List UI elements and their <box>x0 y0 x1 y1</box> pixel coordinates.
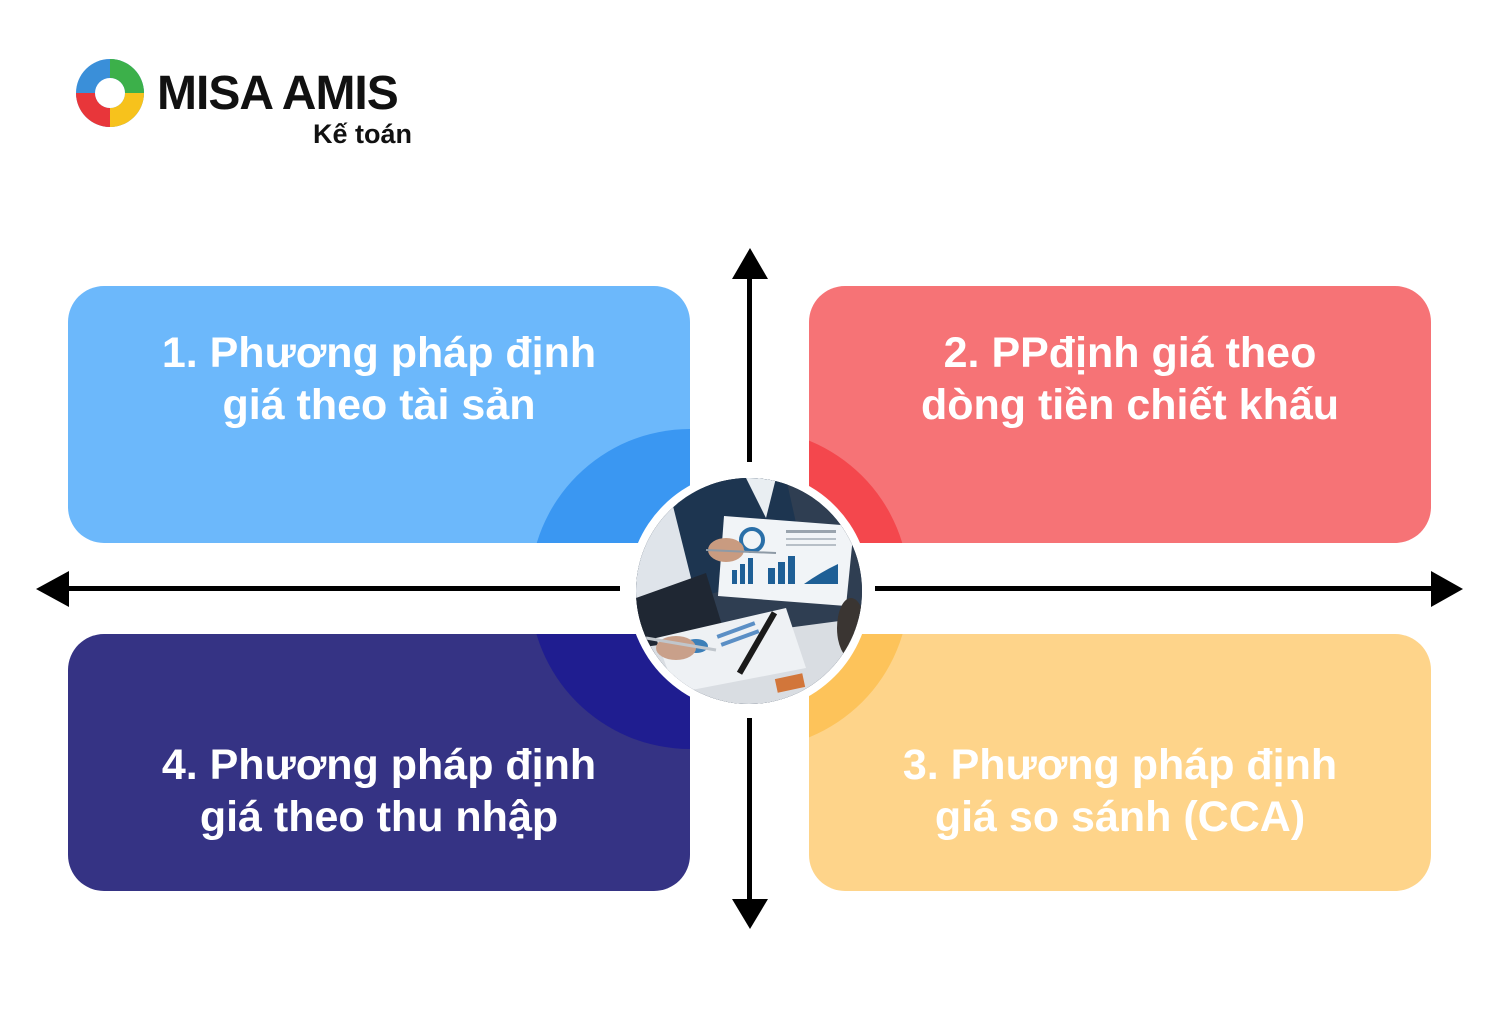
horizontal-axis-left-line <box>62 586 620 591</box>
card-title: 4. Phương pháp định giá theo thu nhập <box>161 740 597 841</box>
arrow-up-icon <box>732 248 768 279</box>
quadrant-card-asset-based: 1. Phương pháp định giá theo tài sản <box>68 286 690 543</box>
vertical-axis-bottom-line <box>747 718 752 903</box>
misa-swirl-logo-icon <box>76 59 144 127</box>
card-title: 1. Phương pháp định giá theo tài sản <box>161 328 597 429</box>
card-title: 3. Phương pháp định giá so sánh (CCA) <box>902 740 1338 841</box>
arrow-right-icon <box>1431 571 1463 607</box>
arrow-left-icon <box>36 571 69 607</box>
arrow-down-icon <box>732 899 768 929</box>
quadrant-card-comparable-companies: 3. Phương pháp định giá so sánh (CCA) <box>809 634 1431 891</box>
horizontal-axis-right-line <box>875 586 1435 591</box>
business-charts-photo <box>636 478 862 704</box>
card-title: 2. PPđịnh giá theo dòng tiền chiết khấu <box>920 328 1340 429</box>
vertical-axis-top-line <box>747 272 752 462</box>
product-name: Kế toán <box>313 119 413 149</box>
quadrant-card-income-based: 4. Phương pháp định giá theo thu nhập <box>68 634 690 891</box>
brand-name: MISA AMIS <box>157 67 399 120</box>
quadrant-card-discounted-cash-flow: 2. PPđịnh giá theo dòng tiền chiết khấu <box>809 286 1431 543</box>
misa-amis-logo: MISA AMIS Kế toán <box>73 56 433 156</box>
